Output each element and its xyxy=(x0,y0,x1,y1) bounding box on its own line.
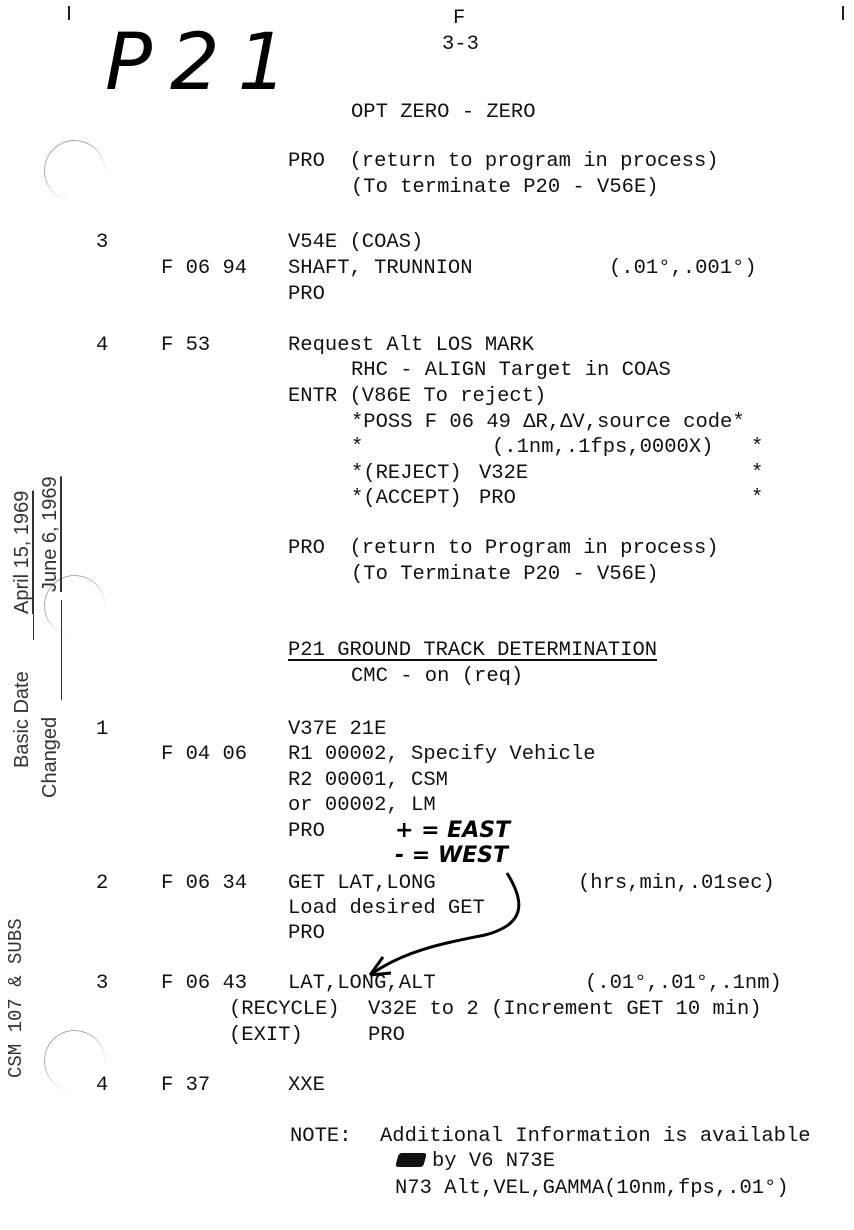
display-code: F 37 xyxy=(161,1074,211,1097)
step-number: 3 xyxy=(96,231,109,254)
step-number: 1 xyxy=(96,718,109,741)
step-text: R2 00001, CSM xyxy=(288,769,448,792)
display-code: F 06 43 xyxy=(161,972,248,995)
units: (.01°,.01°,.1nm) xyxy=(585,972,782,995)
section-title: OPT ZERO - ZERO xyxy=(351,101,536,124)
redaction-blot xyxy=(395,1153,427,1167)
step-text: SHAFT, TRUNNION xyxy=(288,257,473,280)
step-text: or 00002, LM xyxy=(288,794,436,817)
step-text: V32E xyxy=(479,462,529,485)
section-letter: F xyxy=(453,7,466,30)
vehicle-label: CSM 107 & SUBS xyxy=(5,918,27,1078)
step-text: PRO (return to Program in process) xyxy=(288,537,719,560)
note-text: Additional Information is available xyxy=(380,1125,811,1148)
asterisk: * xyxy=(751,436,764,459)
binding-mark xyxy=(842,6,844,20)
p21-title: P21 GROUND TRACK DETERMINATION xyxy=(288,639,658,662)
step-text: PRO xyxy=(288,283,325,306)
basic-date-value: April 15, 1969 xyxy=(11,490,33,614)
step-text: (To Terminate P20 - V56E) xyxy=(351,563,659,586)
step-text: *(ACCEPT) xyxy=(351,487,462,510)
step-text: CMC - on (req) xyxy=(351,665,524,688)
step-text: (RECYCLE) xyxy=(229,998,340,1021)
step-number: 4 xyxy=(96,1074,109,1097)
step-text: GET LAT,LONG xyxy=(288,872,436,895)
handwritten-arrow xyxy=(368,872,521,977)
step-text: V32E to 2 (Increment GET 10 min) xyxy=(368,998,762,1021)
note-label: NOTE: xyxy=(290,1125,352,1148)
step-text: V37E 21E xyxy=(288,718,387,741)
handwritten-note: - = WEST xyxy=(395,843,509,868)
step-text: XXE xyxy=(288,1074,325,1097)
underline-rule xyxy=(38,600,62,700)
step-text: PRO xyxy=(288,922,325,945)
basic-date-label: Basic Date xyxy=(11,671,33,768)
step-text: PRO xyxy=(288,820,325,843)
step-number: 3 xyxy=(96,972,109,995)
step-text: ENTR (V86E To reject) xyxy=(288,385,547,408)
display-code: F 04 06 xyxy=(161,743,248,766)
asterisk: * xyxy=(351,436,364,459)
units: (hrs,min,.01sec) xyxy=(578,872,775,895)
note-text: N73 Alt,VEL,GAMMA(10nm,fps,.01°) xyxy=(395,1177,789,1200)
step-text: PRO (return to program in process) xyxy=(288,150,719,173)
handwritten-note: + = EAST xyxy=(395,818,511,843)
units: (.1nm,.1fps,0000X) xyxy=(492,436,714,459)
step-number: 2 xyxy=(96,872,109,895)
asterisk: * xyxy=(751,462,764,485)
step-text: V54E (COAS) xyxy=(288,231,424,254)
step-text: PRO xyxy=(368,1024,405,1047)
step-number: 4 xyxy=(96,334,109,357)
step-text: R1 00002, Specify Vehicle xyxy=(288,743,596,766)
step-text: (EXIT) xyxy=(229,1024,303,1047)
step-text: Request Alt LOS MARK xyxy=(288,334,535,357)
step-text: Load desired GET xyxy=(288,897,485,920)
asterisk: * xyxy=(751,487,764,510)
step-text: RHC - ALIGN Target in COAS xyxy=(351,359,671,382)
step-text: LAT,LONG,ALT xyxy=(288,972,436,995)
changed-label: Changed xyxy=(39,716,61,798)
display-code: F 53 xyxy=(161,334,211,357)
binding-mark xyxy=(68,6,70,20)
step-text: *(REJECT) xyxy=(351,462,462,485)
display-code: F 06 94 xyxy=(161,257,248,280)
step-text: PRO xyxy=(479,487,516,510)
note-text: by V6 N73E xyxy=(432,1150,556,1173)
page-number: 3-3 xyxy=(442,33,479,56)
units: (.01°,.001°) xyxy=(609,257,757,280)
step-text: (To terminate P20 - V56E) xyxy=(351,176,659,199)
display-code: F 06 34 xyxy=(161,872,248,895)
changed-date-value: June 6, 1969 xyxy=(39,476,61,592)
punch-hole xyxy=(39,135,110,206)
handwritten-title: P21 xyxy=(105,18,306,108)
step-text: *POSS F 06 49 ΔR,ΔV,source code* xyxy=(351,411,745,434)
